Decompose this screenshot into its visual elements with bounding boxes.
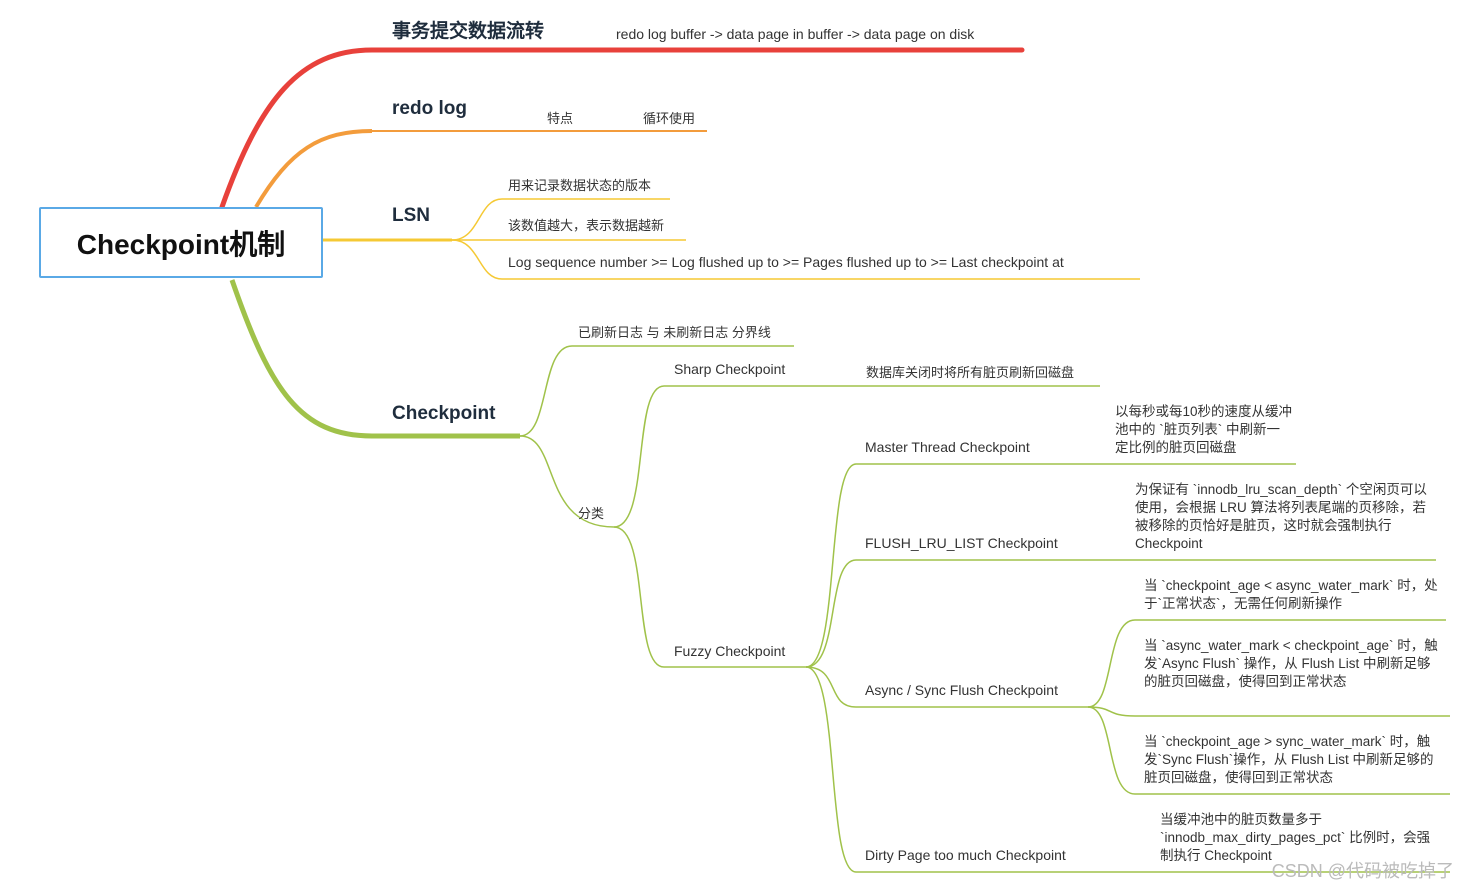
fuzzy-label[interactable]: Fuzzy Checkpoint bbox=[674, 643, 786, 659]
redo-cyclic[interactable]: 循环使用 bbox=[643, 111, 696, 126]
async-sync-case-1[interactable]: 当 `async_water_mark < checkpoint_age` 时，… bbox=[1144, 638, 1438, 689]
root-node[interactable]: Checkpoint机制 bbox=[39, 207, 323, 278]
txn-title[interactable]: 事务提交数据流转 bbox=[392, 21, 545, 42]
checkpoint-category[interactable]: 分类 bbox=[578, 506, 605, 521]
flush-lru-label[interactable]: FLUSH_LRU_LIST Checkpoint bbox=[865, 535, 1058, 551]
master-label[interactable]: Master Thread Checkpoint bbox=[865, 439, 1030, 455]
dirty-label[interactable]: Dirty Page too much Checkpoint bbox=[865, 847, 1066, 863]
async-sync-case-2[interactable]: 当 `checkpoint_age > sync_water_mark` 时，触… bbox=[1144, 734, 1434, 785]
lsn-item-2[interactable]: Log sequence number >= Log flushed up to… bbox=[508, 254, 1064, 270]
checkpoint-title[interactable]: Checkpoint bbox=[392, 403, 496, 424]
lsn-title[interactable]: LSN bbox=[392, 205, 430, 226]
checkpoint-divider[interactable]: 已刷新日志 与 未刷新日志 分界线 bbox=[578, 325, 771, 340]
lsn-item-0[interactable]: 用来记录数据状态的版本 bbox=[508, 178, 652, 193]
lsn-item-1[interactable]: 该数值越大，表示数据越新 bbox=[508, 218, 665, 233]
redo-title[interactable]: redo log bbox=[392, 98, 467, 119]
sharp-desc[interactable]: 数据库关闭时将所有脏页刷新回磁盘 bbox=[866, 365, 1075, 380]
txn-detail[interactable]: redo log buffer -> data page in buffer -… bbox=[616, 26, 975, 42]
async-sync-label[interactable]: Async / Sync Flush Checkpoint bbox=[865, 682, 1058, 698]
watermark: CSDN @代码被吃掉了 bbox=[1271, 861, 1454, 881]
async-sync-case-0[interactable]: 当 `checkpoint_age < async_water_mark` 时，… bbox=[1144, 578, 1438, 611]
flush-lru-desc[interactable]: 为保证有 `innodb_lru_scan_depth` 个空闲页可以使用，会根… bbox=[1135, 482, 1427, 551]
dirty-desc[interactable]: 当缓冲池中的脏页数量多于 `innodb_max_dirty_pages_pct… bbox=[1160, 812, 1431, 863]
master-desc[interactable]: 以每秒或每10秒的速度从缓冲池中的 `脏页列表` 中刷新一定比例的脏页回磁盘 bbox=[1115, 404, 1293, 455]
sharp-label[interactable]: Sharp Checkpoint bbox=[674, 361, 786, 377]
redo-feature[interactable]: 特点 bbox=[547, 111, 574, 126]
